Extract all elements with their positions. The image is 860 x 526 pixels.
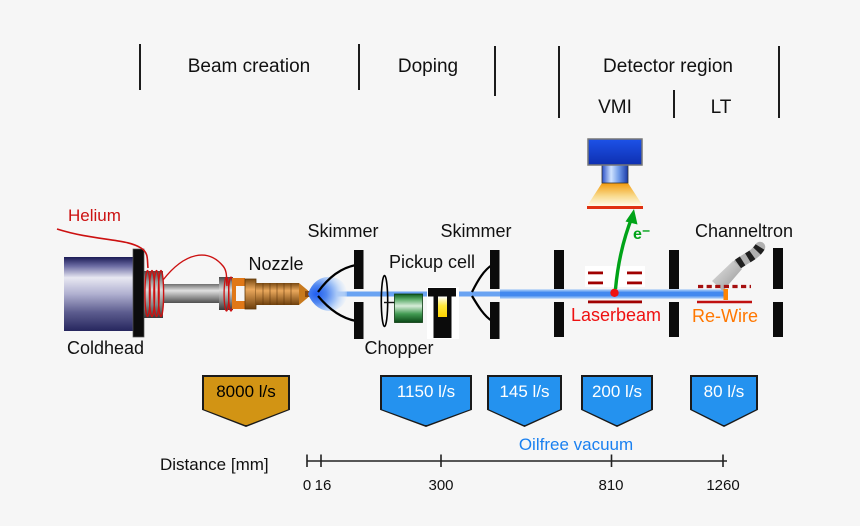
nozzle-taper — [299, 283, 308, 305]
nozzle-flange — [244, 278, 257, 310]
header-separator — [358, 44, 360, 90]
nozzle-clip-top — [232, 278, 245, 286]
skimmer-wall-top — [490, 250, 500, 289]
oilfree-vacuum-note: Oilfree vacuum — [518, 435, 634, 454]
pickup-cell-lid — [428, 288, 456, 297]
pump-speed: 200 l/s — [591, 381, 643, 401]
vmi-electrodes — [585, 209, 645, 304]
wall — [554, 250, 564, 289]
nozzle-clip-bar — [232, 278, 236, 309]
helium-feed-line — [56, 228, 149, 269]
vmi-neck — [601, 164, 629, 184]
chopper-motor — [394, 293, 423, 323]
wall — [669, 302, 679, 337]
nozzle-body — [256, 283, 299, 305]
laserbeam-label: Laserbeam — [570, 305, 662, 325]
pickup-cell-glow — [438, 296, 447, 317]
channeltron-cone — [712, 261, 742, 291]
rewire-element — [723, 289, 728, 300]
coldhead-body — [64, 257, 134, 331]
pump-speed: 8000 l/s — [216, 381, 276, 401]
skimmer-wall-bottom — [354, 302, 364, 339]
chopper-wheel — [380, 274, 389, 328]
vmi-light-cone — [587, 183, 643, 206]
header-separator — [673, 90, 675, 118]
subsection-lt: LT — [710, 97, 732, 118]
channeltron-label: Channeltron — [694, 221, 794, 241]
skimmer-2 — [471, 250, 500, 339]
coldhead-rod — [163, 284, 224, 303]
pump-badge-145: 145 l/s — [487, 375, 562, 427]
electron-arrowhead — [625, 209, 638, 225]
section-beam-creation: Beam creation — [187, 56, 311, 77]
electron-label: e⁻ — [633, 226, 651, 243]
skimmer-cone-top — [317, 263, 357, 293]
header-separator — [494, 46, 496, 96]
pickup-cell — [427, 287, 459, 339]
electrode-plate — [588, 271, 603, 275]
wall — [554, 302, 564, 337]
rewire-label: Re-Wire — [692, 306, 758, 326]
nozzle — [232, 278, 312, 310]
header-separator — [139, 44, 141, 90]
skimmer-cone-bottom — [471, 295, 493, 322]
wall — [773, 248, 783, 289]
header-separator — [558, 46, 560, 118]
coldhead — [64, 248, 233, 338]
wall — [773, 302, 783, 337]
electrode-plate — [588, 300, 642, 304]
electrode-plate — [588, 281, 603, 285]
coldhead-label: Coldhead — [67, 338, 145, 358]
subsection-vmi: VMI — [598, 97, 632, 118]
interaction-point — [610, 288, 619, 297]
nozzle-ridges — [262, 283, 292, 305]
distance-axis — [306, 454, 727, 467]
axis-tick-label: 0 — [302, 477, 312, 494]
pump-speed: 1150 l/s — [396, 381, 456, 401]
nozzle-clip-bottom — [232, 301, 245, 309]
skimmer-wall-top — [354, 250, 364, 289]
skimmer-1-label: Skimmer — [307, 221, 379, 241]
vmi-camera — [587, 138, 643, 166]
nozzle-label: Nozzle — [248, 254, 304, 274]
rewire-detector — [697, 284, 752, 304]
helium-label: Helium — [68, 206, 121, 225]
helium-coil — [157, 269, 165, 318]
chamber-walls — [554, 248, 783, 337]
header-separator — [778, 46, 780, 118]
pump-speed: 80 l/s — [703, 381, 745, 401]
skimmer-wall-bottom — [490, 302, 500, 339]
skimmer-1 — [317, 250, 364, 339]
skimmer-cone-bottom — [317, 295, 357, 323]
helium-loop — [162, 254, 228, 287]
pump-speed: 145 l/s — [499, 381, 550, 401]
molecular-beam — [310, 289, 727, 299]
axis-title: Distance [mm] — [160, 455, 269, 474]
chopper — [380, 274, 423, 328]
channeltron — [712, 241, 766, 291]
pickup-cell-label: Pickup cell — [388, 252, 476, 272]
helium-line — [56, 228, 235, 318]
helium-plume — [308, 276, 347, 311]
axis-tick-label: 300 — [428, 477, 454, 494]
vmi-phosphor-screen — [587, 206, 643, 209]
electrode-plate — [627, 281, 642, 285]
electrode-plate — [627, 271, 642, 275]
channeltron-tube-bands — [734, 243, 765, 269]
section-doping: Doping — [397, 56, 459, 77]
section-detector-region: Detector region — [603, 56, 733, 77]
axis-tick-label: 1260 — [706, 477, 740, 494]
wall — [669, 250, 679, 289]
skimmer-2-label: Skimmer — [440, 221, 512, 241]
vmi-detector — [587, 138, 643, 209]
axis-tick-label: 16 — [314, 477, 332, 494]
chopper-label: Chopper — [364, 338, 434, 358]
axis-tick-label: 810 — [598, 477, 624, 494]
coldhead-flange — [132, 248, 145, 338]
